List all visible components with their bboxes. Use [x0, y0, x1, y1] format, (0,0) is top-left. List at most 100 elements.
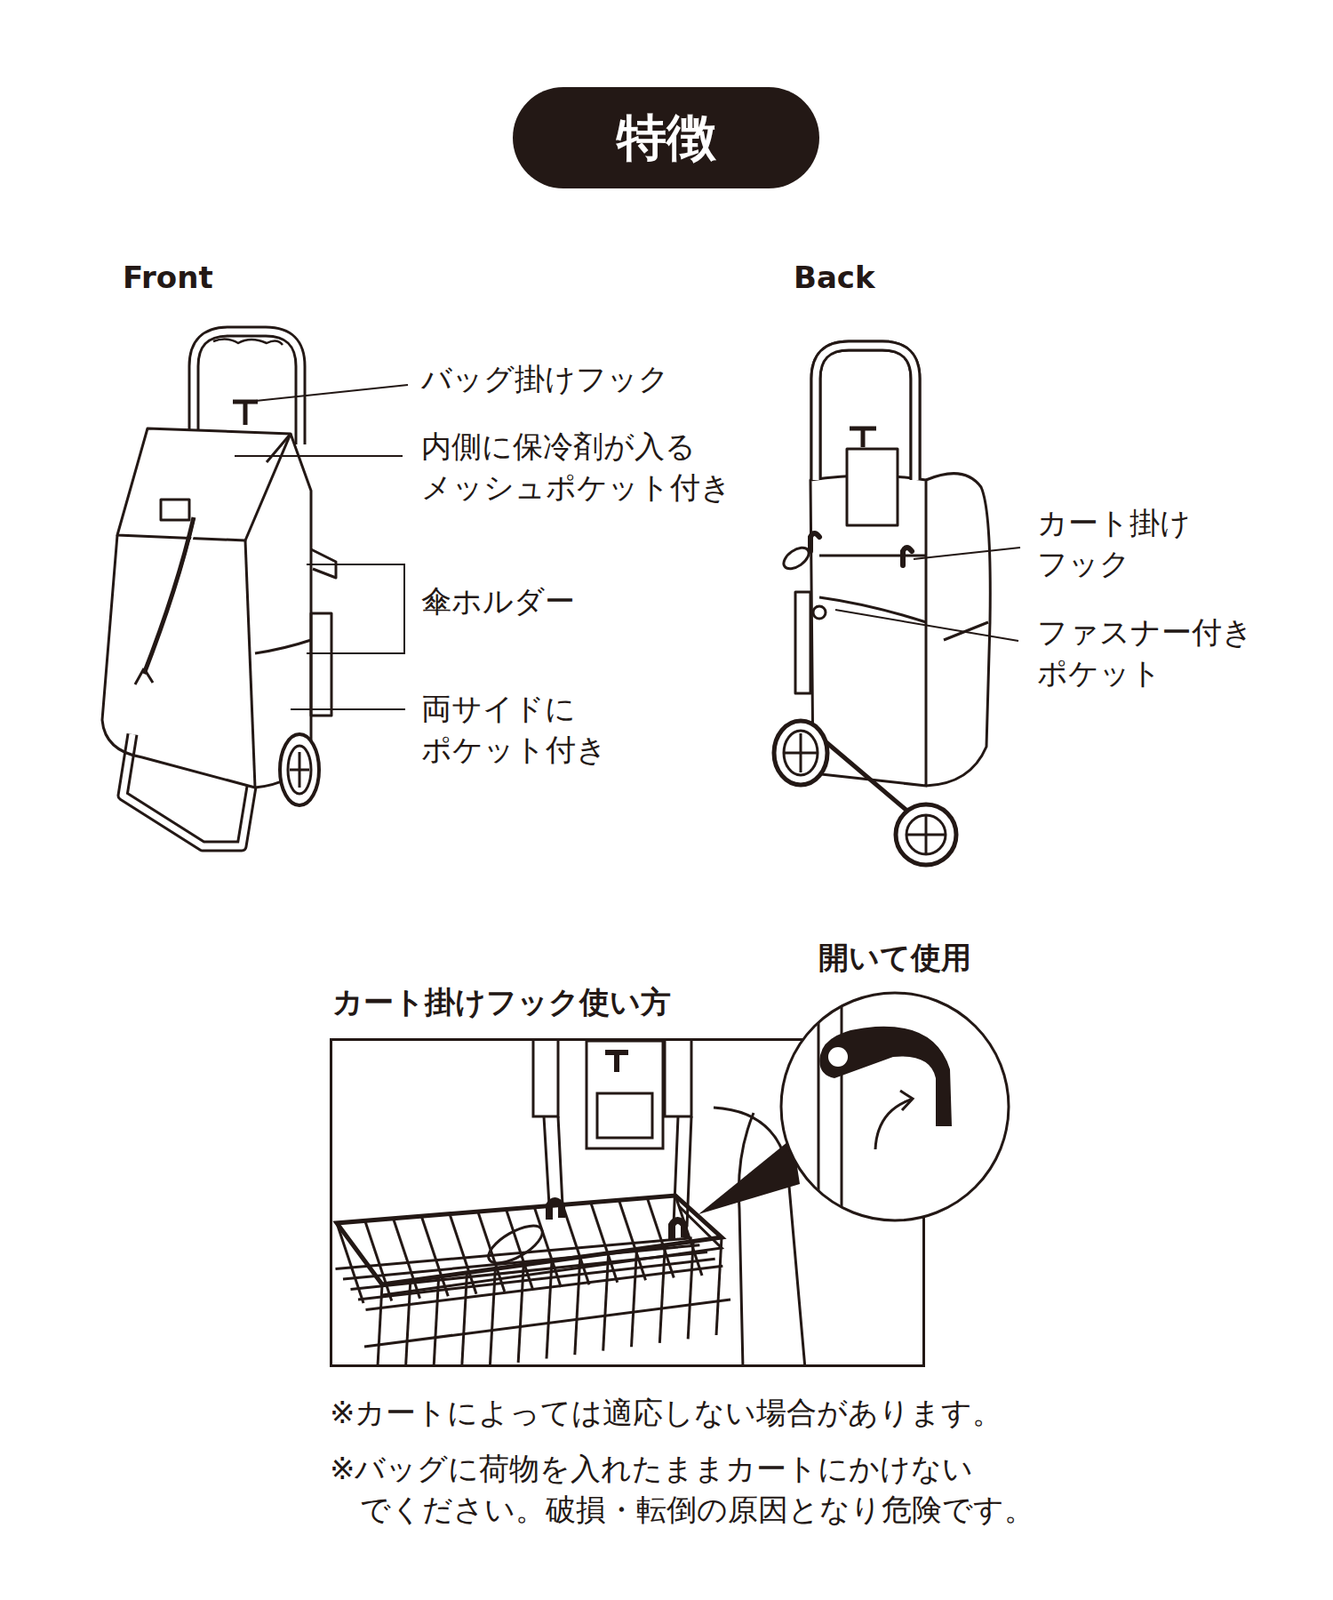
- illustration-stroke: [810, 533, 820, 551]
- illustration-stroke: [687, 1240, 694, 1339]
- illustration-stroke: [795, 591, 811, 694]
- illustration-stroke: [543, 1116, 679, 1225]
- illustration-stroke: [902, 547, 912, 566]
- illustration-stroke: [716, 1237, 722, 1335]
- illustration-stroke: [815, 345, 916, 480]
- back-handle-inner: [815, 345, 916, 480]
- part-label: バッグ掛けフック: [421, 359, 670, 400]
- note: ※バッグに荷物を入れたままカートにかけない でください。破損・転倒の原因となり危…: [329, 1448, 1101, 1531]
- illustration-stroke: [546, 1261, 552, 1359]
- illustration-stroke: [818, 990, 952, 1222]
- illustration-stroke: [365, 1220, 392, 1301]
- illustration-stroke: [631, 1248, 638, 1347]
- illustration-stroke: [784, 733, 817, 773]
- illustration-stroke: [906, 814, 946, 855]
- illustration-stroke: [818, 990, 842, 1222]
- illustration-stroke: [364, 1299, 731, 1347]
- illustration-stroke: [232, 401, 258, 425]
- illustration-stroke: [289, 751, 310, 788]
- title-text: 特徴: [512, 103, 820, 172]
- cart-hooks: [810, 533, 912, 566]
- back-handle: [815, 345, 916, 480]
- illustration-stroke: [906, 814, 946, 855]
- illustration-stroke: [311, 613, 332, 716]
- illustration-stroke: [366, 1265, 724, 1310]
- front-cart: [102, 331, 916, 847]
- part-label: 内側に保冷剤が入る メッシュポケット付き: [421, 426, 742, 509]
- illustration-stroke: [266, 433, 291, 463]
- illustration-stroke: [148, 517, 198, 674]
- illustration-stroke: [828, 1046, 848, 1067]
- zoom-pointer: [698, 1137, 800, 1214]
- view-label: Front: [122, 257, 214, 299]
- zoom-circle-outline: [779, 990, 1011, 1222]
- illustration-stroke: [290, 708, 406, 711]
- illustration-stroke: [819, 1026, 952, 1126]
- illustration-stroke: [586, 1040, 663, 1149]
- illustration-stroke: [738, 1112, 754, 1367]
- illustration-stroke: [117, 428, 291, 541]
- view-label: Back: [793, 257, 876, 299]
- illustration-stroke: [135, 668, 153, 685]
- illustration-stroke: [255, 639, 312, 654]
- illustration-stroke: [597, 1093, 653, 1138]
- illustration-stroke: [143, 517, 194, 674]
- illustration-stroke: [835, 609, 1019, 641]
- illustration-stroke: [819, 554, 926, 558]
- illustration-stroke: [780, 542, 814, 573]
- illustration-stroke: [393, 1218, 421, 1299]
- illustration-stroke: [336, 1222, 364, 1303]
- illustration-stroke: [605, 1052, 629, 1072]
- illustration-stroke: [846, 448, 898, 526]
- illustration-stroke: [781, 992, 1009, 1221]
- illustration-stroke: [783, 730, 818, 775]
- illustration-stroke: [913, 547, 1021, 559]
- illustration-stroke: [558, 1116, 692, 1227]
- box-heading: カート掛けフック使い方: [332, 981, 671, 1023]
- illustration-stroke: [549, 1200, 562, 1220]
- illustration-stroke: [483, 1218, 549, 1270]
- illustration-stroke: [351, 1252, 709, 1290]
- illustration-stroke: [279, 734, 320, 806]
- illustration-stroke: [774, 720, 828, 785]
- leader-lines: [835, 547, 1021, 641]
- illustration-stroke: [160, 499, 190, 520]
- back-cart: [774, 428, 990, 865]
- part-label: 両サイドに ポケット付き: [421, 688, 621, 771]
- illustration-stroke: [900, 1090, 913, 1110]
- illustration-stroke: [925, 473, 990, 786]
- illustration-stroke: [671, 1220, 685, 1239]
- illustration-stroke: [815, 345, 916, 480]
- leader-lines: [234, 384, 408, 710]
- part-label: カート掛け フック: [1037, 502, 1206, 585]
- title-pill: [512, 87, 820, 189]
- illustration-stroke: [247, 384, 408, 402]
- illustration-stroke: [518, 1264, 524, 1363]
- illustration-stroke: [813, 606, 826, 619]
- illustration-stroke: [358, 1258, 716, 1300]
- zoom-circle: 開いて使用: [779, 990, 1011, 1222]
- part-label: ファスナー付き ポケット: [1037, 612, 1267, 695]
- box-heading: 開いて使用: [818, 937, 972, 979]
- illustration-stroke: [245, 540, 256, 788]
- illustration-stroke: [335, 1195, 732, 1367]
- part-label: 傘ホルダー: [421, 581, 575, 623]
- illustration-stroke: [659, 1245, 665, 1343]
- illustration-stroke: [234, 454, 403, 457]
- illustration-stroke: [306, 564, 405, 654]
- illustration-stroke: [287, 745, 312, 794]
- illustration-stroke: [664, 1037, 692, 1117]
- illustration-stroke: [603, 1253, 609, 1351]
- illustration-stroke: [122, 331, 916, 847]
- illustration-stroke: [449, 1213, 477, 1294]
- illustration-stroke: [574, 1256, 581, 1355]
- illustration-stroke: [335, 1237, 693, 1270]
- inset-illustration: [335, 1037, 807, 1367]
- illustration-stroke: [213, 338, 283, 345]
- illustration-stroke: [533, 1037, 559, 1117]
- illustration-stroke: [849, 428, 877, 447]
- note: ※カートによっては適応しない場合があります。: [329, 1392, 1004, 1434]
- illustration-stroke: [122, 331, 916, 847]
